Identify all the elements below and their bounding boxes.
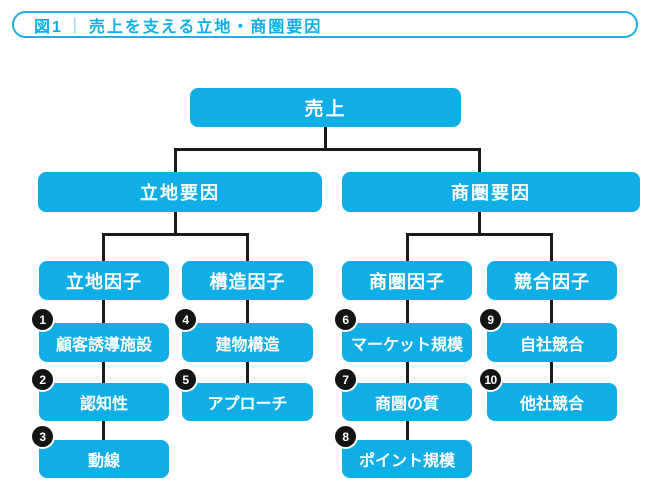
connector-line	[406, 233, 553, 236]
connector-line	[174, 148, 481, 151]
connector-line	[324, 127, 327, 149]
number-badge: 6	[335, 309, 356, 330]
node-trade-area-factors: 商圏要因	[342, 172, 640, 212]
title-separator: |	[72, 15, 77, 34]
node-label: 商圏因子	[369, 271, 445, 292]
node-traffic-line: 3 動線	[32, 426, 169, 478]
node-point-size: 8 ポイント規模	[335, 426, 472, 478]
node-label: 自社競合	[519, 336, 584, 354]
node-structure-factor: 構造因子	[182, 261, 313, 300]
node-approach: 5 アプローチ	[175, 369, 313, 421]
connector-line	[406, 300, 409, 440]
node-sales: 売上	[190, 88, 461, 127]
figure-number-label: 図1	[34, 18, 63, 36]
number-badge: 4	[175, 309, 196, 330]
figure-title-pill: 図1 | 売上を支える立地・商圏要因	[12, 11, 638, 38]
number-badge: 8	[335, 426, 356, 447]
node-label: 他社競合	[519, 396, 584, 413]
number-badge: 7	[335, 369, 356, 390]
node-label: 競合因子	[514, 271, 590, 292]
node-trade-area-quality: 7 商圏の質	[335, 369, 472, 421]
number-badge: 2	[32, 369, 53, 390]
node-other-company-competition: 10 他社競合	[480, 369, 617, 421]
node-location-factors: 立地要因	[38, 172, 322, 212]
node-competition-factor: 競合因子	[487, 261, 617, 300]
node-trade-area-factor: 商圏因子	[342, 261, 472, 300]
node-label: 動線	[87, 453, 120, 470]
node-label: マーケット規模	[350, 336, 463, 354]
node-building-structure: 4 建物構造	[175, 309, 313, 362]
number-badge: 1	[32, 309, 53, 330]
connector-line	[102, 300, 105, 440]
node-label: ポイント規模	[358, 453, 455, 470]
node-location-factor: 立地因子	[39, 261, 169, 300]
figure-title: 売上を支える立地・商圏要因	[88, 18, 323, 36]
node-customer-attracting-facility: 1 顧客誘導施設	[32, 309, 169, 362]
number-badge: 10	[480, 369, 501, 390]
connector-line	[246, 233, 249, 261]
number-badge: 9	[480, 309, 501, 330]
connector-line	[478, 212, 481, 236]
node-label: 商圏要因	[451, 183, 531, 203]
node-label: 顧客誘導施設	[55, 336, 152, 354]
connector-line	[478, 148, 481, 172]
node-label: 認知性	[79, 396, 128, 413]
node-own-company-competition: 9 自社競合	[480, 309, 617, 362]
node-label: 建物構造	[215, 336, 280, 354]
connector-line	[102, 233, 105, 261]
node-label: 立地要因	[140, 183, 220, 203]
node-market-size: 6 マーケット規模	[335, 309, 472, 362]
node-label: アプローチ	[207, 396, 288, 413]
connector-line	[102, 233, 249, 236]
connector-line	[550, 233, 553, 261]
connector-line	[174, 212, 177, 236]
node-label: 商圏の質	[374, 396, 439, 413]
number-badge: 3	[32, 426, 53, 447]
connector-line	[174, 148, 177, 172]
number-badge: 5	[175, 369, 196, 390]
node-label: 構造因子	[209, 271, 286, 292]
node-visibility: 2 認知性	[32, 369, 169, 421]
node-label: 立地因子	[66, 271, 142, 292]
node-label: 売上	[304, 99, 347, 120]
connector-line	[406, 233, 409, 261]
